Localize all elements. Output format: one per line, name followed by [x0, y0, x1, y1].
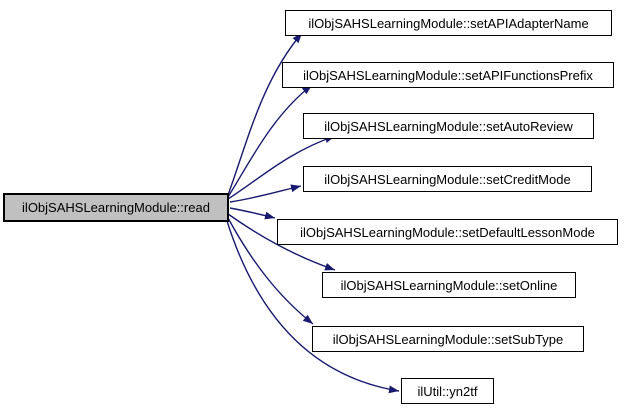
node-setAPIFunctionsPrefix[interactable]: ilObjSAHSLearningModule::setAPIFunctions… — [282, 62, 614, 88]
edge-read-to-setSubType — [227, 217, 314, 325]
edge-read-to-yn2tf — [226, 220, 400, 394]
node-setAutoReview[interactable]: ilObjSAHSLearningModule::setAutoReview — [303, 113, 594, 139]
edge-read-to-setAPIFunctionsPrefix — [227, 84, 313, 198]
edge-read-to-setCreditMode — [229, 184, 302, 203]
edge-read-to-setOnline — [227, 213, 336, 271]
node-setCreditMode[interactable]: ilObjSAHSLearningModule::setCreditMode — [303, 166, 592, 192]
node-setAPIAdapterName[interactable]: ilObjSAHSLearningModule::setAPIAdapterNa… — [285, 10, 612, 36]
edge-read-to-setDefaultLessonMode — [229, 207, 276, 220]
node-yn2tf[interactable]: ilUtil::yn2tf — [401, 378, 494, 404]
node-read: ilObjSAHSLearningModule::read — [3, 193, 229, 222]
node-setDefaultLessonMode[interactable]: ilObjSAHSLearningModule::setDefaultLesso… — [277, 219, 618, 245]
node-setOnline[interactable]: ilObjSAHSLearningModule::setOnline — [322, 272, 576, 298]
node-setSubType[interactable]: ilObjSAHSLearningModule::setSubType — [312, 326, 584, 352]
edge-read-to-setAutoReview — [227, 135, 336, 200]
edge-read-to-setAPIAdapterName — [227, 32, 303, 196]
